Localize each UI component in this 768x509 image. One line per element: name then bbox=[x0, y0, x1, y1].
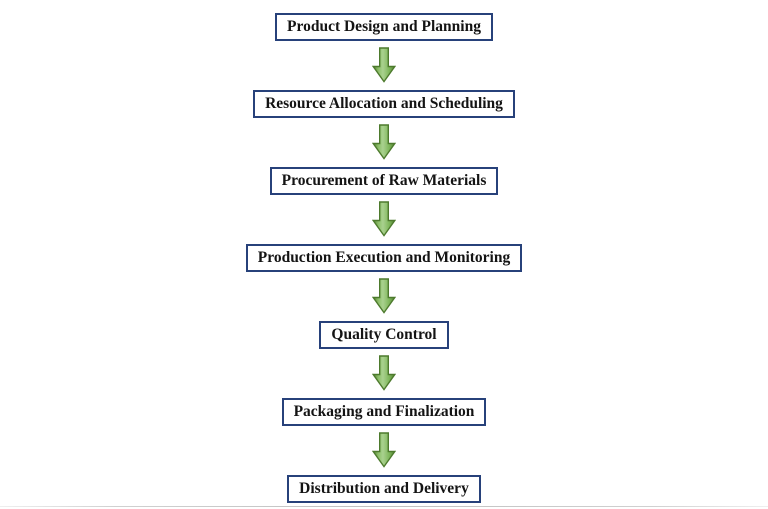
flow-step-production-execution: Production Execution and Monitoring bbox=[245, 244, 523, 272]
down-arrow-icon bbox=[372, 355, 396, 391]
down-arrow-icon bbox=[372, 201, 396, 237]
down-arrow-icon bbox=[372, 278, 396, 314]
page-edge-line bbox=[0, 506, 768, 507]
flow-step-procurement: Procurement of Raw Materials bbox=[269, 167, 499, 195]
flow-step-packaging: Packaging and Finalization bbox=[281, 398, 487, 426]
down-arrow-icon bbox=[372, 47, 396, 83]
flow-step-resource-allocation: Resource Allocation and Scheduling bbox=[253, 90, 515, 118]
down-arrow-icon bbox=[372, 432, 396, 468]
flow-step-product-design: Product Design and Planning bbox=[275, 13, 493, 41]
flow-step-quality-control: Quality Control bbox=[319, 321, 449, 349]
flow-step-distribution: Distribution and Delivery bbox=[287, 475, 481, 503]
down-arrow-icon bbox=[372, 124, 396, 160]
